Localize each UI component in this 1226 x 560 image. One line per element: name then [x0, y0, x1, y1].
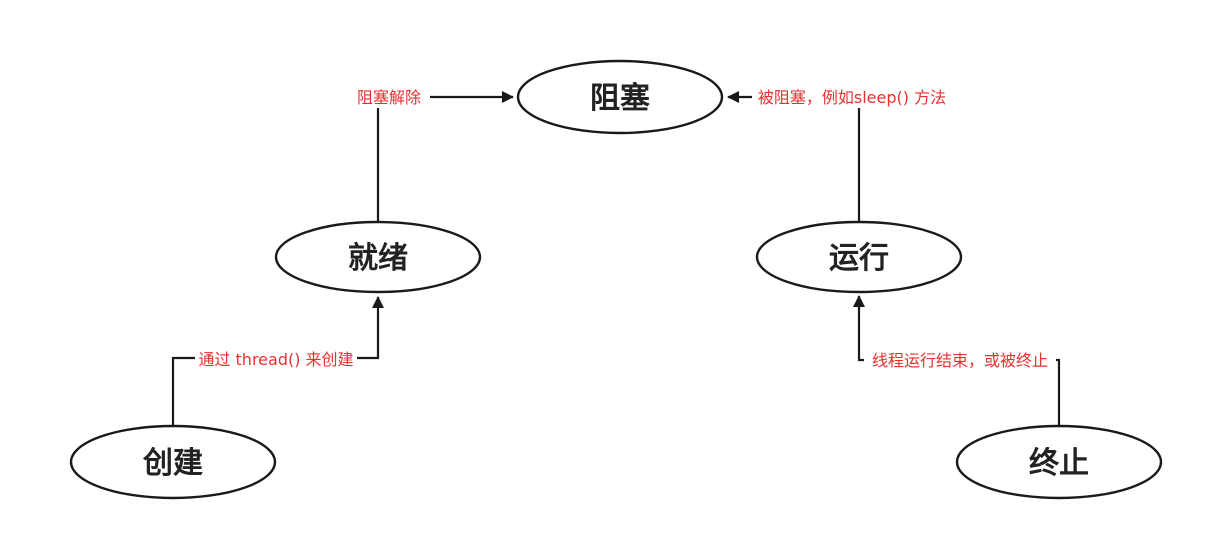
- state-label-running: 运行: [829, 241, 889, 276]
- state-label-ready: 就绪: [348, 241, 408, 276]
- state-node-blocked: 阻塞: [516, 59, 724, 135]
- state-label-blocked: 阻塞: [590, 81, 650, 116]
- edge-running-to-blocked: 被阻塞，例如sleep() 方法: [727, 86, 952, 222]
- state-node-terminated: 终止: [955, 424, 1163, 500]
- state-node-created: 创建: [69, 424, 277, 500]
- edge-label-ready-to-blocked: 阻塞解除: [357, 88, 421, 107]
- edge-terminated-to-running: 线程运行结束，或被终止: [853, 295, 1061, 428]
- state-node-running: 运行: [755, 220, 963, 294]
- state-label-created: 创建: [142, 446, 203, 481]
- edge-label-create-to-ready: 通过 thread() 来创建: [198, 350, 353, 369]
- edge-create-to-ready: 通过 thread() 来创建: [171, 296, 384, 425]
- state-label-terminated: 终止: [1029, 446, 1089, 481]
- state-node-ready: 就绪: [274, 220, 482, 294]
- edge-label-terminated-to-running: 线程运行结束，或被终止: [872, 351, 1048, 370]
- edge-label-running-to-blocked: 被阻塞，例如sleep() 方法: [758, 88, 946, 107]
- edge-ready-to-blocked: 阻塞解除: [352, 86, 514, 222]
